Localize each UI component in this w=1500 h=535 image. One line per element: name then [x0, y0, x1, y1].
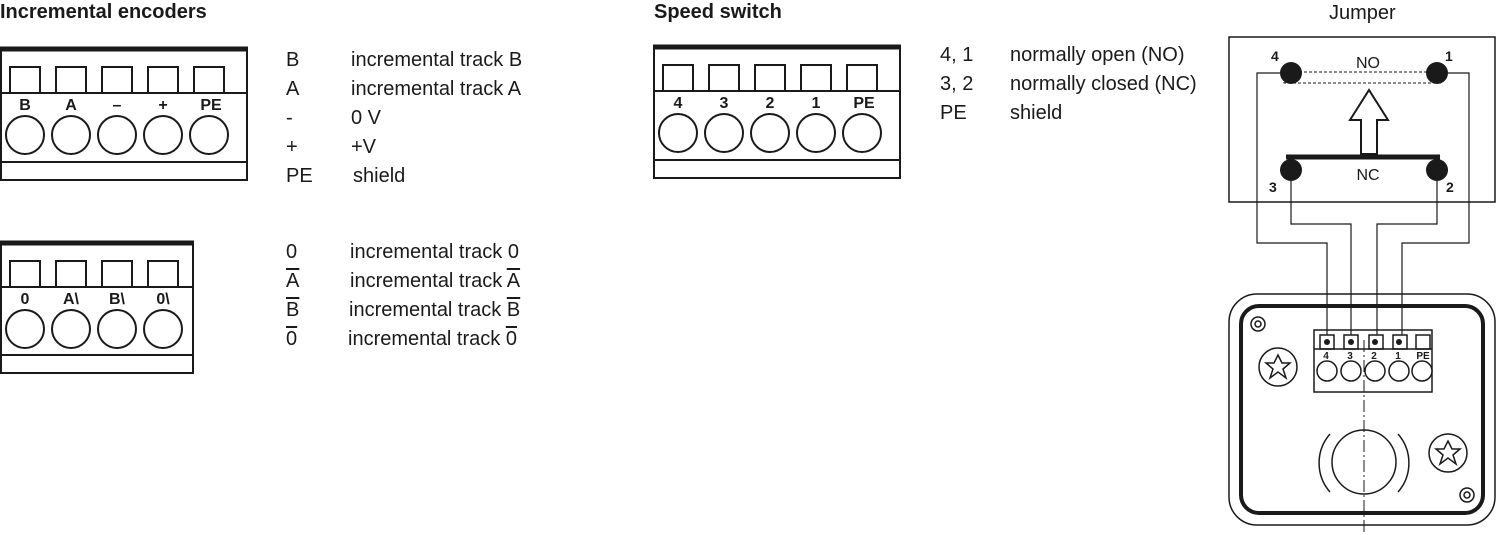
pin-label: 3 — [1347, 351, 1353, 362]
housing-screws — [1258, 347, 1468, 473]
pin-tabs — [9, 260, 179, 288]
incremental-connector-4pin: 0 A\ B\ 0\ — [0, 240, 194, 374]
incremental-encoders-title: Incremental encoders — [0, 1, 207, 23]
actuation-arrow — [1348, 88, 1390, 155]
nc-label: NC — [1356, 167, 1379, 184]
terminal-label: 1 — [1445, 48, 1453, 64]
pin-label: PE — [1416, 351, 1430, 362]
housing-connector — [1313, 329, 1433, 393]
pin-label: – — [113, 97, 122, 114]
pin-label: B — [19, 97, 31, 114]
terminal-label: 4 — [1271, 48, 1279, 64]
pin-label: PE — [853, 95, 875, 112]
housing — [1228, 293, 1496, 526]
no-contact — [1283, 71, 1443, 84]
screw-terminals — [5, 309, 183, 349]
pin-label: B\ — [109, 291, 126, 308]
pin-tabs — [9, 66, 225, 94]
speed-switch-connector: 4 3 2 1 PE — [653, 44, 901, 179]
terminal-label: 3 — [1269, 179, 1277, 195]
pin-label: PE — [200, 97, 222, 114]
pin-label: 0\ — [156, 291, 170, 308]
pin-label: 0 — [21, 291, 30, 308]
speed-switch-title: Speed switch — [654, 1, 782, 23]
pin-label: 3 — [720, 95, 729, 112]
terminal-dot — [1426, 159, 1448, 181]
pin-label: A — [65, 97, 77, 114]
pin-label: 2 — [1371, 351, 1377, 362]
pin-label: 4 — [674, 95, 683, 112]
jumper-title: Jumper — [1329, 2, 1396, 24]
incremental-connector-5pin: B A – + PE — [0, 46, 248, 181]
screw-terminals — [658, 113, 882, 153]
pin-label: + — [158, 97, 167, 114]
pin-tabs — [662, 64, 878, 92]
pin-label: A\ — [63, 291, 80, 308]
no-label: NO — [1356, 55, 1380, 72]
terminal-dot — [1426, 62, 1448, 84]
pin-label: 4 — [1323, 351, 1329, 362]
jumper-box — [1228, 36, 1496, 203]
terminal-dot — [1280, 159, 1302, 181]
pin-label: 1 — [1395, 351, 1401, 362]
terminal-dot — [1280, 62, 1302, 84]
terminal-label: 2 — [1446, 179, 1454, 195]
pin-label: 1 — [812, 95, 821, 112]
jumper-diagram: NO NC 4 1 3 2 — [1228, 36, 1496, 535]
screw-terminals — [5, 115, 229, 155]
pin-label: 2 — [766, 95, 775, 112]
